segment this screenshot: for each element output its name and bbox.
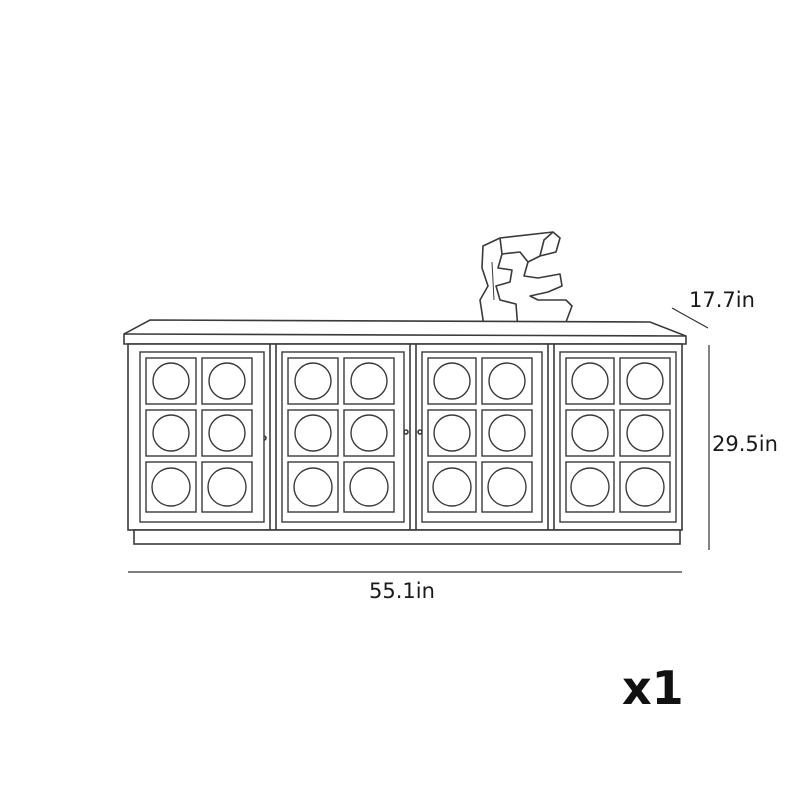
door-3 (421, 351, 543, 523)
quantity-label: x1 (622, 661, 684, 715)
cabinet-top (123, 319, 687, 345)
width-label: 55.1in (369, 579, 435, 603)
depth-dimension-line (671, 307, 709, 329)
door-2 (281, 351, 405, 523)
sculpture (479, 231, 573, 331)
door-4 (559, 351, 677, 523)
door-1 (139, 351, 265, 523)
height-label: 29.5in (712, 432, 778, 456)
depth-label: 17.7in (689, 288, 755, 312)
